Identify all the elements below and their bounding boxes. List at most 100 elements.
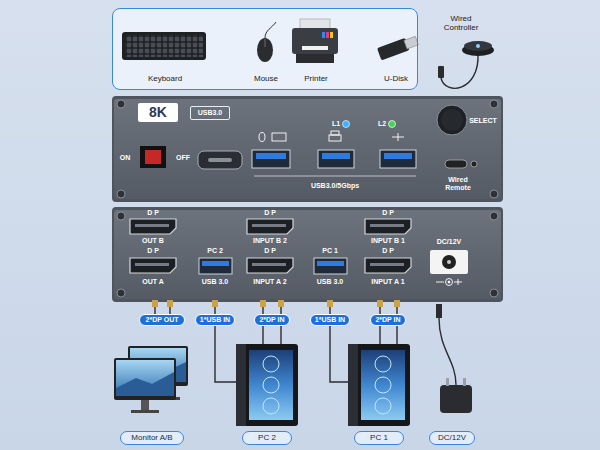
monitor bbox=[131, 410, 159, 413]
dc-jack bbox=[430, 250, 468, 274]
pc-tower bbox=[348, 344, 410, 426]
monitor bbox=[114, 358, 176, 400]
pc-tower bbox=[236, 344, 246, 426]
tag-text: 1*USB IN bbox=[200, 316, 230, 324]
power-adapter bbox=[463, 378, 466, 386]
port-label: D P bbox=[147, 247, 159, 255]
front-panel: ONOFFL1L2SELECTUSB3.0/5GbpsWired Remote8… bbox=[112, 96, 503, 202]
screw bbox=[117, 100, 498, 198]
port-label: INPUT B 2 bbox=[253, 237, 287, 245]
status-led bbox=[343, 121, 396, 128]
usb-disk-icon bbox=[404, 36, 418, 49]
tag-text: 2*DP IN bbox=[259, 316, 284, 324]
monitor bbox=[114, 358, 176, 413]
peripheral-box-fill bbox=[112, 8, 418, 90]
pc-tower bbox=[375, 398, 391, 414]
device-tag: PC 1 bbox=[354, 431, 404, 445]
pc-tower bbox=[263, 356, 279, 414]
select-knob bbox=[437, 105, 467, 135]
displayport bbox=[130, 219, 411, 273]
port-icons bbox=[259, 133, 265, 142]
usb-bracket-line bbox=[254, 176, 416, 177]
tag-text: Monitor A/B bbox=[131, 434, 172, 443]
port-label: USB 3.0 bbox=[202, 278, 228, 286]
polarity-symbol bbox=[448, 281, 450, 283]
peripheral-box-fill bbox=[112, 8, 418, 90]
pc-tower bbox=[236, 344, 298, 426]
port-tag: 1*USB IN bbox=[195, 314, 235, 326]
front-panel-body bbox=[112, 96, 503, 202]
printer-icon bbox=[322, 32, 325, 38]
wired-controller-icon bbox=[441, 53, 478, 88]
printer-icon bbox=[292, 28, 338, 54]
mouse-icon bbox=[265, 22, 276, 38]
usb-c-port bbox=[208, 158, 232, 162]
dc-jack bbox=[447, 260, 451, 264]
usb-a-port bbox=[380, 150, 416, 168]
port-label: Wired Remote bbox=[440, 176, 476, 191]
usb-disk-icon bbox=[377, 34, 419, 60]
port-label: OUT B bbox=[142, 237, 164, 245]
port-icons bbox=[272, 133, 286, 141]
pc-tower bbox=[263, 398, 279, 414]
keyboard-icon bbox=[125, 35, 203, 57]
port-label: INPUT B 1 bbox=[371, 237, 405, 245]
cable bbox=[155, 306, 456, 385]
select-knob bbox=[437, 105, 467, 135]
pc-tower bbox=[375, 356, 391, 372]
polarity-symbol bbox=[446, 279, 453, 286]
displayport-pins bbox=[252, 263, 286, 266]
usb-a-port bbox=[199, 258, 347, 274]
cable-plug bbox=[327, 300, 333, 307]
cable-plug bbox=[152, 300, 158, 307]
power-switch bbox=[140, 146, 166, 168]
port-label: OUT A bbox=[142, 278, 164, 286]
resolution-badge: 8K bbox=[138, 103, 178, 122]
wired-controller-icon bbox=[476, 44, 480, 48]
usb-a-port bbox=[318, 150, 354, 168]
pc-tower bbox=[375, 377, 391, 393]
displayport-pins bbox=[370, 263, 404, 266]
keyboard-icon bbox=[122, 32, 206, 60]
port-label: L2 bbox=[378, 120, 386, 128]
screw bbox=[117, 212, 125, 220]
cable-plug bbox=[394, 300, 400, 307]
cable-plug bbox=[278, 300, 284, 307]
displayport-pins bbox=[252, 224, 286, 227]
keyboard-icon bbox=[122, 32, 206, 60]
port-icons bbox=[259, 131, 404, 142]
controller-label: Wired Controller bbox=[434, 14, 488, 32]
wired-controller-icon bbox=[438, 66, 444, 78]
port-icons bbox=[329, 135, 341, 141]
back-panel: D P OUT B D P OUT A PC 2 USB 3.0 D P INPUT B 2 D… bbox=[112, 207, 503, 302]
usb-a-port bbox=[317, 261, 344, 266]
front-panel-body bbox=[114, 99, 501, 199]
screw bbox=[490, 100, 498, 108]
screw bbox=[490, 289, 498, 297]
displayport bbox=[247, 258, 293, 273]
port-label: SELECT bbox=[469, 117, 497, 125]
screw bbox=[490, 212, 498, 220]
wired-remote-port bbox=[471, 161, 477, 167]
polarity-symbol bbox=[436, 279, 462, 286]
pc-tower bbox=[348, 344, 358, 426]
monitor bbox=[116, 360, 174, 396]
usb-a-port bbox=[314, 258, 347, 274]
displayport-pins bbox=[135, 224, 169, 227]
screw bbox=[117, 100, 125, 108]
tag-text: DC/12V bbox=[438, 434, 466, 443]
printer-icon bbox=[292, 19, 338, 63]
port-label: D P bbox=[264, 247, 276, 255]
mouse-icon bbox=[265, 39, 266, 47]
port-tag: 2*DP OUT bbox=[139, 314, 185, 326]
pc-tower bbox=[249, 350, 293, 420]
pc-tower bbox=[361, 350, 405, 420]
cable-plug bbox=[212, 300, 218, 307]
port-label: D P bbox=[264, 209, 276, 217]
port-label: D P bbox=[382, 247, 394, 255]
usb-a-port bbox=[322, 153, 350, 159]
pc-tower bbox=[263, 377, 279, 393]
port-label: PC 2 bbox=[207, 247, 223, 255]
mouse-icon bbox=[257, 22, 276, 62]
device-tag: Monitor A/B bbox=[120, 431, 184, 445]
